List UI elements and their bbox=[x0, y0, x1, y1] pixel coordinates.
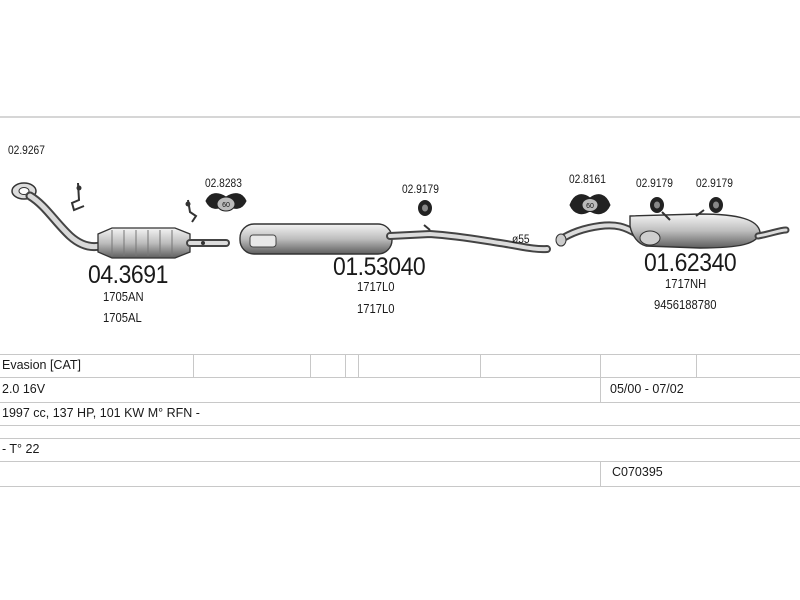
accessory-label-front: 02.9267 bbox=[8, 143, 45, 157]
front-catalyst-ref-2: 1705AL bbox=[103, 311, 142, 325]
middle-silencer-ref-1: 1717L0 bbox=[357, 280, 395, 294]
accessory-label-hanger-3: 02.9179 bbox=[696, 176, 733, 190]
middle-silencer-part bbox=[239, 223, 551, 255]
rear-silencer-ref-2: 9456188780 bbox=[654, 298, 717, 312]
accessory-label-hanger-1: 02.9179 bbox=[402, 182, 439, 196]
years-cell: 05/00 - 07/02 bbox=[610, 382, 684, 396]
exhaust-system-diagram: 60 60 bbox=[11, 182, 790, 259]
spec-cell: 1997 cc, 137 HP, 101 KW M° RFN - bbox=[2, 406, 200, 420]
rear-rubber-hanger-icon bbox=[650, 197, 671, 221]
svg-text:60: 60 bbox=[586, 203, 594, 210]
accessory-label-gasket-2: 02.8161 bbox=[569, 172, 606, 186]
middle-silencer-ref-2: 1717L0 bbox=[357, 302, 395, 316]
hanger-bracket-icon bbox=[70, 182, 85, 212]
rear-rubber-hanger-2-icon bbox=[695, 197, 723, 217]
rear-silencer-part bbox=[555, 213, 790, 249]
front-catalyst-code: 04.3691 bbox=[88, 261, 168, 289]
rear-silencer-ref-1: 1717NH bbox=[665, 277, 707, 291]
catalyst-body bbox=[97, 227, 191, 259]
sensor-bracket-icon bbox=[185, 199, 198, 223]
middle-silencer-code: 01.53040 bbox=[333, 253, 426, 281]
rear-flange-gasket-icon: 60 bbox=[569, 194, 611, 215]
pipe-diameter-label: ø55 bbox=[512, 232, 530, 246]
svg-text:60: 60 bbox=[222, 202, 230, 209]
rear-silencer-body bbox=[629, 213, 761, 249]
accessory-label-hanger-2: 02.9179 bbox=[636, 176, 673, 190]
front-catalyst-ref-1: 1705AN bbox=[103, 290, 144, 304]
rubber-hanger-icon bbox=[418, 200, 432, 216]
note-cell: - T° 22 bbox=[2, 442, 40, 456]
flange-gasket-icon: 60 bbox=[205, 193, 247, 212]
top-border-line bbox=[0, 116, 800, 118]
kit-code-cell: C070395 bbox=[612, 465, 663, 479]
front-catalyst-part bbox=[11, 182, 230, 259]
accessory-label-gasket-1: 02.8283 bbox=[205, 176, 242, 190]
model-cell: Evasion [CAT] bbox=[2, 358, 81, 372]
engine-cell: 2.0 16V bbox=[2, 382, 46, 396]
rear-silencer-code: 01.62340 bbox=[644, 249, 737, 277]
